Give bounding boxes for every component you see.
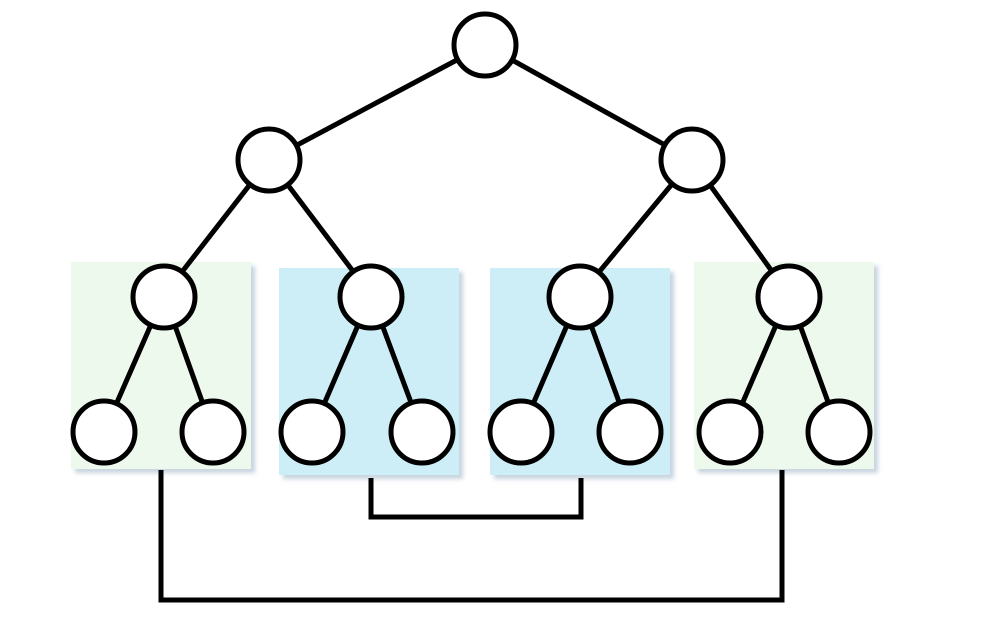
- node-level2-4: [755, 263, 823, 331]
- node-leaf-7: [696, 398, 764, 466]
- outer-bracket-connector: [158, 470, 785, 603]
- node-level1-right: [658, 126, 726, 194]
- node-leaf-5: [487, 398, 555, 466]
- node-leaf-1: [70, 398, 138, 466]
- tree-nodes: [70, 11, 873, 466]
- node-root: [451, 11, 519, 79]
- edge-root-right: [482, 42, 695, 163]
- node-leaf-4: [388, 398, 456, 466]
- node-leaf-6: [596, 398, 664, 466]
- node-leaf-3: [278, 398, 346, 466]
- node-level2-2: [337, 263, 405, 331]
- node-level2-1: [130, 263, 198, 331]
- node-level1-left: [235, 126, 303, 194]
- node-leaf-8: [805, 398, 873, 466]
- node-leaf-2: [179, 398, 247, 466]
- group-connectors: [158, 470, 785, 603]
- node-level2-3: [546, 263, 614, 331]
- inner-bracket-connector: [368, 478, 584, 520]
- edge-root-left: [266, 42, 488, 163]
